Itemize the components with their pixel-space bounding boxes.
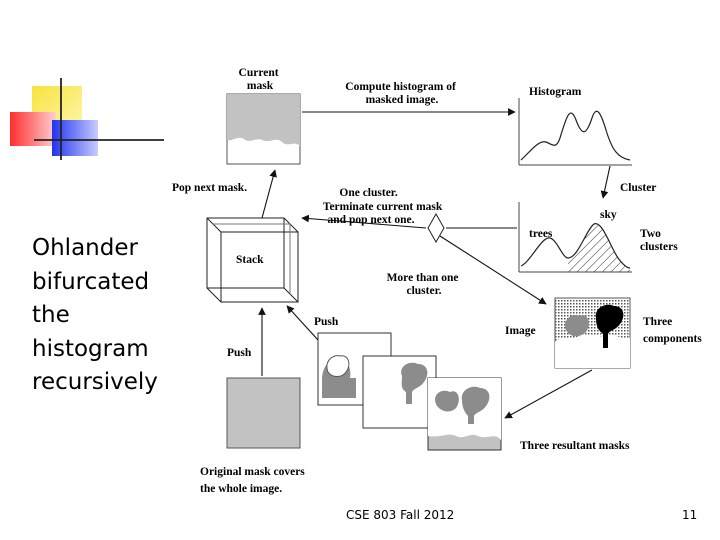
label-sky: sky [600,209,617,221]
original-mask-panel [226,377,301,449]
two-clusters-panel [518,202,632,273]
label-histogram: Histogram [529,86,582,98]
stack-cube [206,217,299,303]
histogram-panel [518,98,632,166]
mask-frame-2 [362,355,437,429]
label-image: Image [505,325,536,337]
label-push-upper: Push [314,316,339,328]
label-current-mask: Current mask [239,67,282,92]
label-one-cluster: One cluster. Terminate current mask and … [323,187,445,226]
label-trees: trees [529,228,553,240]
three-components-image [554,297,631,369]
arrow-diamond-to-stack [301,214,427,229]
arrow-image-to-masks [504,369,593,419]
decision-diamond [427,212,445,244]
label-stack: Stack [236,254,264,266]
label-pop-next-mask: Pop next mask. [172,182,247,194]
arrow-stack-to-current-mask [261,169,277,219]
label-original-mask: Original mask covers the whole image. [200,466,308,495]
slide-body-text: Ohlander bifurcated the histogram recurs… [32,235,158,395]
current-mask-panel [226,93,301,165]
label-three-components: Three components [643,316,702,345]
label-more-than-one: More than one cluster. [387,272,462,297]
footer-course: CSE 803 Fall 2012 [346,508,455,522]
label-cluster: Cluster [620,182,656,194]
slide-logo [10,78,164,160]
arrow-masks-push-to-stack [286,305,319,341]
logo-blue-square [52,120,98,156]
label-two-clusters: Two clusters [640,228,678,253]
arrow-histogram-to-cluster [600,165,611,199]
page-number: 11 [682,508,698,522]
arrow-diamond-to-image [439,235,547,305]
label-push-lower: Push [227,347,252,359]
mask-frame-3 [427,377,502,451]
label-three-resultant-masks: Three resultant masks [520,440,630,452]
label-compute-histogram: Compute histogram of masked image. [345,81,458,106]
